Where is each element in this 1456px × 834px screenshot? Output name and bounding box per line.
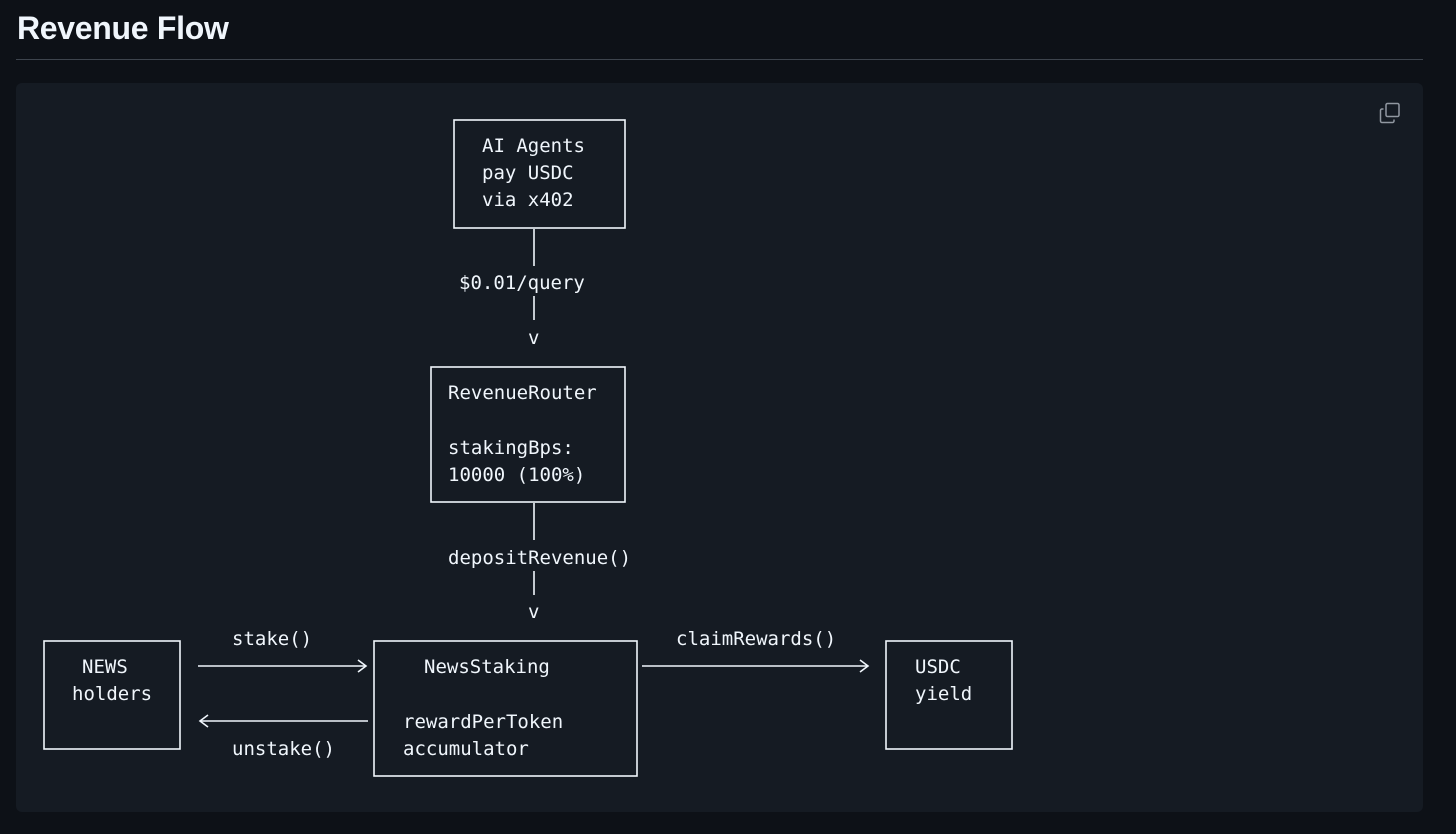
router-box: RevenueRouter stakingBps: 10000 (100%) (430, 366, 626, 503)
staking-line-2: rewardPerToken (403, 711, 563, 733)
agents-line-2: pay USDC (482, 162, 574, 184)
revenue-flow-diagram: AI Agents pay USDC via x402 $0.01/query … (43, 119, 1013, 777)
staking-box-border (373, 640, 638, 777)
stake-label: stake() (232, 628, 312, 650)
copy-button[interactable] (1374, 97, 1406, 129)
yield-box: USDC yield (885, 640, 1013, 750)
unstake-arrow-head (198, 714, 209, 728)
unstake-label: unstake() (232, 738, 335, 760)
staking-line-3: accumulator (403, 738, 529, 760)
router-line-1: RevenueRouter (448, 382, 597, 404)
deposit-label: depositRevenue() (448, 547, 631, 569)
holders-box-border (43, 640, 181, 750)
agents-box: AI Agents pay USDC via x402 (453, 119, 626, 229)
agents-line-3: via x402 (482, 189, 574, 211)
staking-box: NewsStaking rewardPerToken accumulator (373, 640, 638, 777)
title-divider (16, 59, 1423, 60)
staking-line-1: NewsStaking (424, 656, 550, 678)
query-connector: $0.01/query v (459, 229, 585, 349)
stake-arrow: stake() (198, 628, 368, 673)
agents-line-1: AI Agents (482, 135, 585, 157)
yield-box-border (885, 640, 1013, 750)
claim-arrow: claimRewards() (642, 628, 870, 673)
section-title: Revenue Flow (17, 10, 229, 46)
router-box-border (430, 366, 626, 503)
claim-arrow-head (859, 659, 870, 673)
holders-box: NEWS holders (43, 640, 181, 750)
stake-arrow-head (357, 659, 368, 673)
copy-icon (1379, 102, 1400, 124)
unstake-arrow: unstake() (198, 714, 368, 760)
claim-label: claimRewards() (676, 628, 836, 650)
deposit-connector: depositRevenue() v (448, 503, 631, 623)
holders-line-2: holders (72, 683, 152, 705)
query-label: $0.01/query (459, 272, 585, 294)
holders-line-1: NEWS (82, 656, 128, 678)
code-block: AI Agents pay USDC via x402 $0.01/query … (16, 83, 1423, 812)
yield-line-1: USDC (915, 656, 961, 678)
agents-box-border (453, 119, 626, 229)
query-arrow-head: v (528, 327, 539, 349)
deposit-arrow-head: v (528, 601, 539, 623)
router-line-2: stakingBps: (448, 437, 574, 459)
yield-line-2: yield (915, 683, 972, 705)
router-line-3: 10000 (100%) (448, 464, 585, 486)
